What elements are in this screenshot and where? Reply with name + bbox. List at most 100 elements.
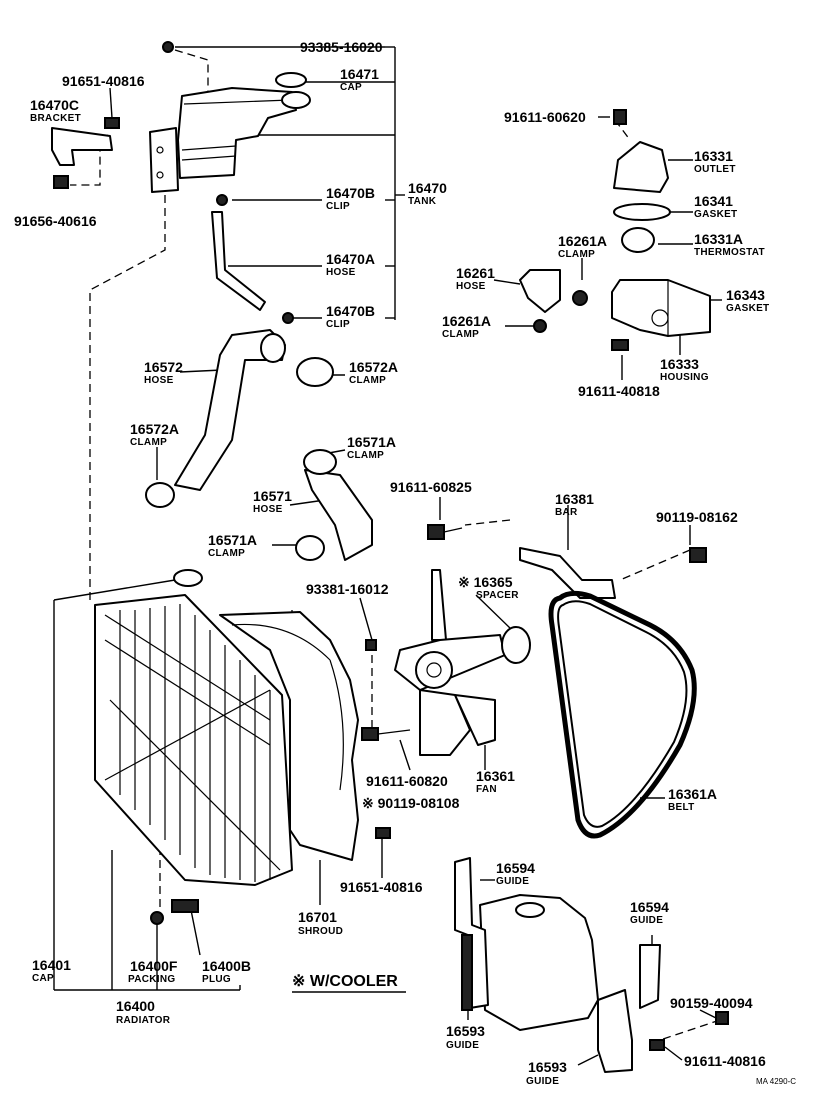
label-16401-cap: 16401 CAP bbox=[32, 957, 71, 984]
label-91651-40816-bottom: 91651-40816 bbox=[340, 879, 423, 895]
part-number: 16470C bbox=[30, 97, 79, 113]
label-90159-40094: 90159-40094 bbox=[670, 995, 753, 1011]
part-number: 16341 bbox=[694, 193, 733, 209]
bracket-drawing bbox=[51, 41, 174, 189]
tank-cap-drawing bbox=[275, 72, 307, 88]
label-16361A-belt: 16361A BELT bbox=[668, 786, 717, 813]
part-name: PACKING bbox=[128, 974, 175, 985]
label-91611-60620: 91611-60620 bbox=[504, 109, 586, 125]
part-number: 91651-40816 bbox=[62, 73, 145, 89]
radiator-hoses bbox=[145, 329, 373, 561]
part-number: 16333 bbox=[660, 356, 699, 372]
label-16593-guide-2: 16593 GUIDE bbox=[526, 1059, 567, 1087]
part-number: 16572A bbox=[349, 359, 398, 375]
part-name: GUIDE bbox=[446, 1040, 479, 1051]
label-16381-bar: 16381 BAR bbox=[555, 491, 594, 518]
tank-hose-drawing bbox=[211, 211, 266, 311]
label-16572A-clamp-2: 16572A CLAMP bbox=[130, 421, 179, 448]
part-name: HOSE bbox=[144, 375, 174, 386]
part-number: 16594 bbox=[496, 860, 535, 876]
part-name: CLAMP bbox=[208, 548, 245, 559]
shroud-drawing bbox=[219, 611, 391, 861]
part-number: 16471 bbox=[340, 66, 379, 82]
part-name: CLIP bbox=[326, 201, 350, 212]
part-number: 91611-60620 bbox=[504, 109, 586, 125]
part-name: CLAMP bbox=[130, 437, 167, 448]
part-number: 16261A bbox=[558, 233, 607, 249]
part-number: 16361A bbox=[668, 786, 717, 802]
label-16400F-packing: 16400F PACKING bbox=[128, 958, 178, 985]
part-number: 91656-40616 bbox=[14, 213, 97, 229]
label-16261A-clamp-1: 16261A CLAMP bbox=[558, 233, 607, 260]
label-90119-08162: 90119-08162 bbox=[656, 509, 738, 525]
label-16361-fan: 16361 FAN bbox=[476, 768, 515, 795]
part-number: 91611-60820 bbox=[366, 773, 448, 789]
part-number: 93385-16020 bbox=[300, 39, 383, 55]
label-16261A-clamp-2: 16261A CLAMP bbox=[442, 313, 491, 340]
part-name: GUIDE bbox=[496, 876, 529, 887]
part-name: SPACER bbox=[476, 590, 519, 601]
label-16701-shroud: 16701 SHROUD bbox=[298, 909, 343, 937]
part-number: 16400B bbox=[202, 958, 251, 974]
radiator-drawing bbox=[94, 569, 293, 925]
cooler-guides bbox=[454, 857, 729, 1073]
part-labels: 93385-16020 16471 CAP 91651-40816 16470C… bbox=[14, 39, 769, 1087]
label-16572A-clamp-1: 16572A CLAMP bbox=[349, 359, 398, 386]
part-name: HOSE bbox=[326, 267, 356, 278]
part-number: 91651-40816 bbox=[340, 879, 423, 895]
label-16261-hose: 16261 HOSE bbox=[456, 265, 495, 292]
part-name: GASKET bbox=[726, 303, 769, 314]
label-16470A-hose: 16470A HOSE bbox=[326, 251, 375, 278]
label-91611-60820: 91611-60820 bbox=[366, 773, 448, 789]
part-name: GUIDE bbox=[526, 1076, 559, 1087]
reserve-tank bbox=[149, 87, 311, 193]
part-name: TANK bbox=[408, 196, 437, 207]
part-number: 16400 bbox=[116, 998, 155, 1014]
clip-drawing-2 bbox=[282, 312, 294, 324]
label-16594-guide-2: 16594 GUIDE bbox=[630, 899, 669, 926]
label-16400B-plug: 16400B PLUG bbox=[202, 958, 251, 985]
part-number: 16470A bbox=[326, 251, 375, 267]
part-number: 91611-60825 bbox=[390, 479, 472, 495]
part-number: 16331 bbox=[694, 148, 733, 164]
part-number: 16572A bbox=[130, 421, 179, 437]
part-name: HOSE bbox=[456, 281, 486, 292]
drawing-code: MA 4290-C bbox=[756, 1077, 796, 1086]
label-16471-cap: 16471 CAP bbox=[340, 66, 379, 93]
part-number: 16401 bbox=[32, 957, 71, 973]
part-name: BAR bbox=[555, 507, 578, 518]
part-name: CAP bbox=[32, 973, 54, 984]
part-name: FAN bbox=[476, 784, 497, 795]
part-name: BELT bbox=[668, 802, 695, 813]
part-number: 91611-40818 bbox=[578, 383, 660, 399]
part-name: GUIDE bbox=[630, 915, 663, 926]
part-number: 16594 bbox=[630, 899, 669, 915]
part-name: HOUSING bbox=[660, 372, 709, 383]
part-number: 90119-08162 bbox=[656, 509, 738, 525]
part-number: 16381 bbox=[555, 491, 594, 507]
part-number: 16261A bbox=[442, 313, 491, 329]
belt-drawing bbox=[548, 590, 697, 839]
part-number: 16593 bbox=[446, 1023, 485, 1039]
part-name: CLAMP bbox=[349, 375, 386, 386]
cooler-note: ※ W/COOLER bbox=[292, 973, 398, 990]
part-number: 16571 bbox=[253, 488, 292, 504]
part-number: 16572 bbox=[144, 359, 183, 375]
part-name: BRACKET bbox=[30, 113, 81, 124]
label-16470C-bracket: 16470C BRACKET bbox=[30, 97, 81, 124]
label-16343-gasket: 16343 GASKET bbox=[726, 287, 769, 314]
bar-drawing bbox=[427, 524, 707, 599]
part-number: 16470B bbox=[326, 303, 375, 319]
part-number: 16593 bbox=[528, 1059, 567, 1075]
part-number: 16400F bbox=[130, 958, 178, 974]
label-16470B-clip-2: 16470B CLIP bbox=[326, 303, 375, 330]
part-name: RADIATOR bbox=[116, 1015, 171, 1026]
clip-drawing bbox=[216, 194, 228, 206]
thermostat-group bbox=[519, 109, 711, 351]
part-number: 16361 bbox=[476, 768, 515, 784]
label-93385-16020: 93385-16020 bbox=[300, 39, 383, 55]
label-16400-radiator: 16400 RADIATOR bbox=[116, 998, 171, 1026]
part-number: 16470B bbox=[326, 185, 375, 201]
label-16333-housing: 16333 HOUSING bbox=[660, 356, 709, 383]
